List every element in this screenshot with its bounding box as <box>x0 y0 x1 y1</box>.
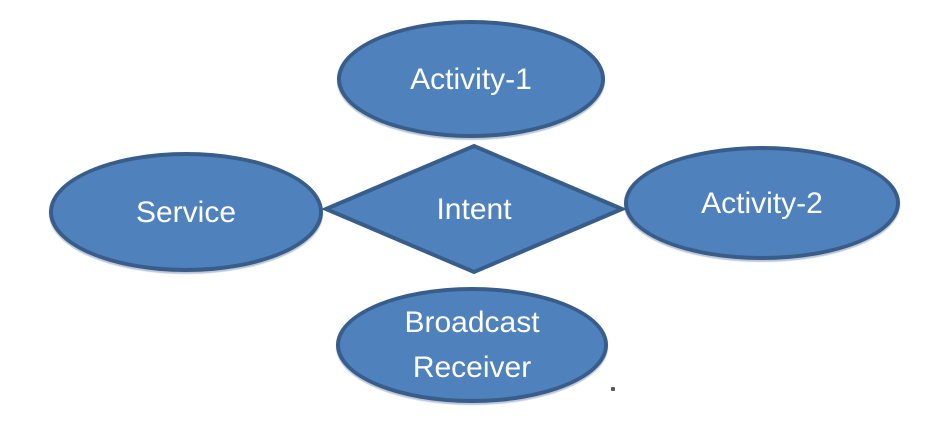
node-activity-2-label: Activity-2 <box>701 186 823 220</box>
node-intent-diamond-shape <box>322 143 626 275</box>
node-broadcast-receiver: Broadcast Receiver <box>336 287 608 403</box>
node-activity-2: Activity-2 <box>624 146 900 260</box>
node-service-label: Service <box>135 195 237 229</box>
stray-dot <box>611 387 615 391</box>
node-broadcast-receiver-label: Broadcast Receiver <box>404 306 540 384</box>
node-activity-1: Activity-1 <box>337 20 605 138</box>
diamond-polygon <box>322 143 626 275</box>
node-service: Service <box>49 152 323 272</box>
node-activity-1-label: Activity-1 <box>410 62 532 96</box>
